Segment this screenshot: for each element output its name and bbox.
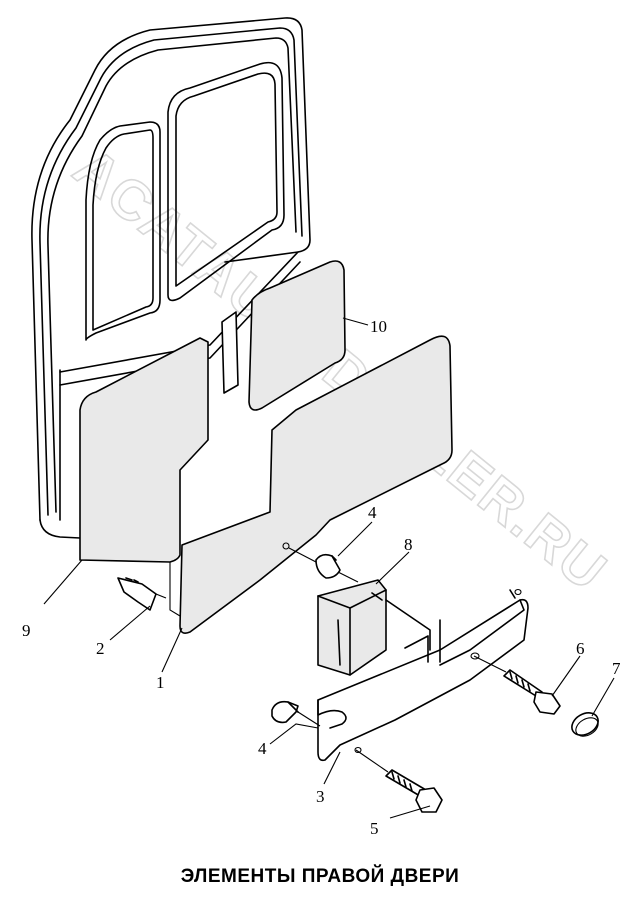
callout-5: 5: [370, 819, 379, 838]
pad-panel-10: [248, 260, 346, 411]
callout-3: 3: [316, 787, 325, 806]
door-frame: [31, 17, 311, 539]
door-panel-lower: [79, 337, 209, 563]
clip-2: [117, 577, 167, 611]
clip-4-upper: [282, 542, 359, 583]
callout-4-lower: 4: [258, 739, 267, 758]
callout-7: 7: [612, 659, 621, 678]
clip-4-lower: [271, 700, 321, 727]
callout-9: 9: [22, 621, 31, 640]
callout-2: 2: [96, 639, 105, 658]
callout-8: 8: [404, 535, 413, 554]
trim-panel-1: [179, 335, 453, 634]
bolt-5: [355, 749, 443, 813]
bolt-6: [473, 655, 561, 715]
callout-10: 10: [370, 317, 387, 336]
leader-lines: [43, 317, 615, 819]
trim-strip: [221, 311, 239, 394]
callout-1: 1: [156, 673, 165, 692]
bracket-3: [317, 588, 529, 762]
callout-4-upper: 4: [368, 503, 377, 522]
diagram-caption: ЭЛЕМЕНТЫ ПРАВОЙ ДВЕРИ: [180, 866, 460, 887]
cap-7: [571, 712, 599, 737]
block-8: [317, 579, 431, 676]
callout-6: 6: [576, 639, 585, 658]
